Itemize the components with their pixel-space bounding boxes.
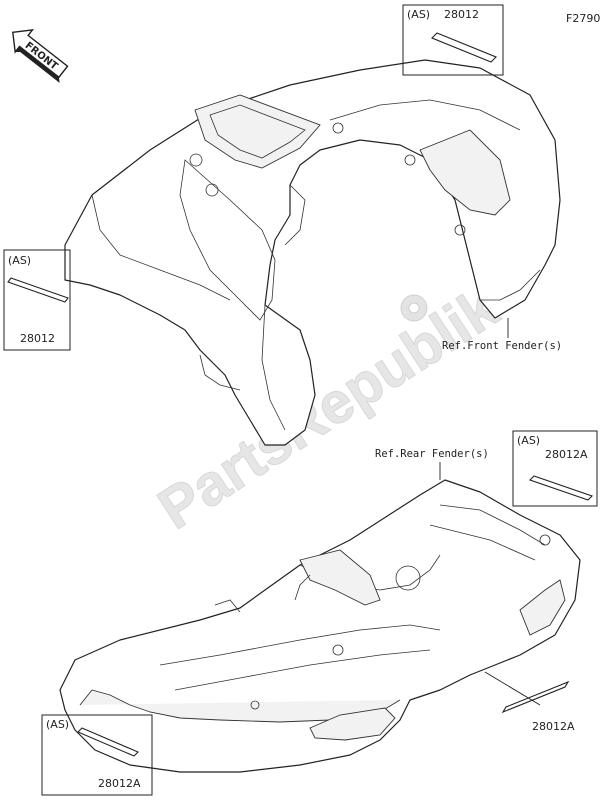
callout-left-qualifier: (AS) <box>8 254 31 267</box>
rear-fender <box>59 479 581 773</box>
rear-fender-reference: Ref.Rear Fender(s) <box>375 448 489 460</box>
callout-mid-right-sticker <box>528 475 594 501</box>
callout-bottom-right-part-number: 28012A <box>532 720 575 733</box>
callout-bottom-left-qualifier: (AS) <box>46 718 69 731</box>
callout-left-sticker <box>7 277 69 303</box>
callout-top-right: (AS) 28012 <box>402 4 504 76</box>
front-arrow-icon: FRONT <box>12 28 69 83</box>
figure-code: F2790 <box>566 12 600 25</box>
callout-mid-right-part-number: 28012A <box>545 448 588 461</box>
watermark-gear-icon <box>400 294 428 322</box>
callout-bottom-right-sticker <box>501 680 570 714</box>
callout-mid-right: (AS) 28012A <box>512 430 598 507</box>
front-fender <box>64 59 561 446</box>
callout-left-part-number: 28012 <box>20 332 55 345</box>
callout-top-right-sticker <box>431 32 497 63</box>
front-fender-reference: Ref.Front Fender(s) <box>442 340 562 352</box>
callout-mid-right-qualifier: (AS) <box>517 434 540 447</box>
callout-top-right-part-number: 28012 <box>444 8 479 21</box>
callout-bottom-left-sticker <box>77 727 139 757</box>
callout-left: (AS) 28012 <box>3 249 71 351</box>
callout-bottom-right-leader <box>484 671 541 706</box>
callout-bottom-right: 28012A <box>484 671 575 733</box>
callout-bottom-left-part-number: 28012A <box>98 777 141 790</box>
callout-bottom-left: (AS) 28012A <box>41 714 153 796</box>
callout-top-right-qualifier: (AS) <box>407 8 430 21</box>
